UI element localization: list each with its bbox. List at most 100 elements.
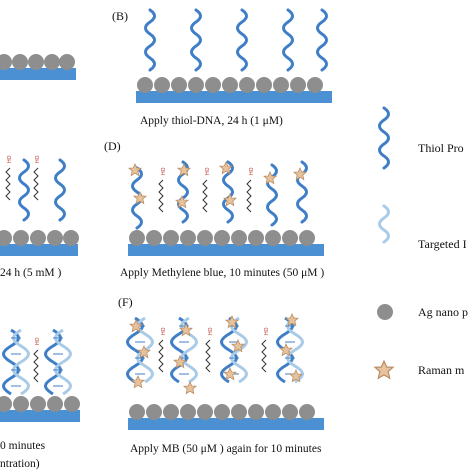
mch-chain: [261, 339, 267, 373]
mch-chain: [246, 179, 252, 213]
mch-chain: [158, 179, 164, 213]
ho-label: HO: [35, 337, 41, 345]
ag-particle: [0, 396, 12, 412]
ag-particle: [64, 396, 80, 412]
panel-f-caption: Apply MB (50 μM ) again for 10 minutes: [130, 443, 322, 455]
legend-thiol-probe-label: Thiol Pro: [418, 141, 464, 155]
ag-particle: [129, 404, 145, 420]
duplex-dna: [220, 348, 248, 384]
duplex-dna: [44, 328, 72, 364]
ag-particle: [163, 230, 179, 246]
ho-label: HO: [7, 155, 13, 163]
ag-particle: [44, 54, 60, 70]
duplex-dna: [126, 348, 154, 384]
raman-molecule-star: [223, 193, 237, 206]
ag-particle: [47, 396, 63, 412]
substrate-bar: [0, 410, 80, 422]
panel-f-label: (F): [118, 295, 133, 309]
ag-particle: [171, 77, 187, 93]
ag-particle: [239, 77, 255, 93]
ag-particle: [205, 77, 221, 93]
substrate-bar: [136, 91, 332, 103]
ho-label: HO: [249, 167, 255, 175]
duplex-dna: [2, 360, 30, 396]
ag-particle: [13, 396, 29, 412]
panel-d: (D) HO HO HO Apply Methylene blue, 10 mi…: [104, 139, 324, 279]
mch-chain: [33, 167, 39, 201]
mch-chain: [202, 179, 208, 213]
thiol-dna-strand: [316, 8, 328, 72]
ag-particle: [30, 230, 46, 246]
panel-e-caption-line1: 0 minutes: [0, 440, 46, 452]
ag-particle: [146, 404, 162, 420]
ag-particle: [222, 77, 238, 93]
raman-molecule-star: [128, 163, 142, 176]
duplex-dna: [44, 360, 72, 396]
ag-particle: [214, 404, 230, 420]
legend-targeted-label: Targeted I: [418, 237, 467, 251]
ag-particle: [180, 404, 196, 420]
legend-thiol-probe-icon: [378, 106, 390, 170]
ag-particle: [197, 404, 213, 420]
mch-chain: [205, 339, 211, 373]
thiol-dna-strand: [144, 8, 156, 72]
ag-particle: [214, 230, 230, 246]
thiol-dna-strand: [190, 8, 202, 72]
mch-chain: [158, 339, 164, 373]
panel-b-label: (B): [112, 9, 128, 23]
ag-particle: [13, 230, 29, 246]
mch-chain: [33, 349, 39, 383]
panel-c: HO HO 24 h (5 mM ): [0, 155, 79, 279]
ag-particle: [47, 230, 63, 246]
thiol-dna-strand: [18, 158, 30, 222]
ag-particle: [0, 54, 12, 70]
ag-particle: [307, 77, 323, 93]
ag-particle: [231, 404, 247, 420]
ho-label: HO: [205, 167, 211, 175]
ag-particle: [63, 230, 79, 246]
ag-particle: [28, 54, 44, 70]
panel-e: HO 0 minutes ntration): [0, 328, 80, 470]
ag-particle: [129, 230, 145, 246]
ho-label: HO: [208, 327, 214, 335]
ag-particle: [0, 230, 12, 246]
ho-label: HO: [264, 327, 270, 335]
ag-particle: [59, 54, 75, 70]
ag-particle: [265, 230, 281, 246]
raman-molecule-star: [183, 381, 197, 394]
ag-particle: [290, 77, 306, 93]
raman-molecule-star: [293, 167, 307, 180]
ag-particle: [30, 396, 46, 412]
legend: Thiol Pro Targeted I Ag nano p Raman m: [374, 106, 468, 379]
thiol-dna-strand: [236, 8, 248, 72]
ag-particle: [197, 230, 213, 246]
ag-particle: [282, 404, 298, 420]
ag-particle: [248, 230, 264, 246]
ag-particle: [180, 230, 196, 246]
duplex-dna: [2, 328, 30, 364]
ag-particle: [248, 404, 264, 420]
panel-d-caption: Apply Methylene blue, 10 minutes (50 μM …: [120, 267, 324, 279]
ag-particle: [299, 404, 315, 420]
ho-label: HO: [35, 155, 41, 163]
legend-ag-nano-label: Ag nano p: [418, 305, 468, 319]
panel-d-label: (D): [104, 139, 121, 153]
ag-particle: [163, 404, 179, 420]
panel-f: (F) HO HO HO: [118, 295, 324, 455]
ag-particle: [265, 404, 281, 420]
legend-raman-icon: [374, 360, 394, 379]
duplex-dna: [126, 316, 154, 352]
ag-particle: [146, 230, 162, 246]
raman-molecule-star: [131, 375, 145, 388]
thiol-dna-strand: [282, 8, 294, 72]
mch-chain: [5, 167, 11, 201]
legend-ag-nano-icon: [377, 304, 393, 320]
substrate-bar: [128, 244, 324, 256]
legend-targeted-dna-icon: [378, 204, 390, 244]
panel-e-caption-line2: ntration): [0, 458, 40, 470]
ho-label: HO: [161, 167, 167, 175]
ag-particle: [231, 230, 247, 246]
ag-particle: [273, 77, 289, 93]
ag-particle: [12, 54, 28, 70]
